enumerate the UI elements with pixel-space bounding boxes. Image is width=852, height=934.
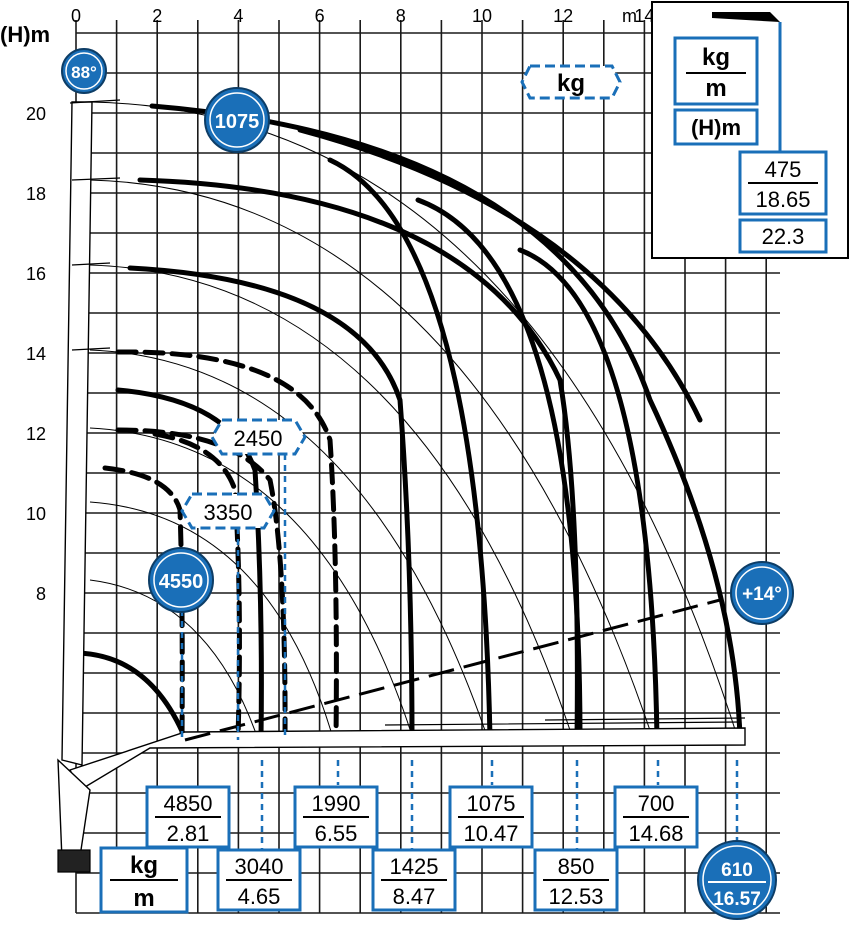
x-axis-unit: m: [622, 6, 637, 26]
load-box-kg: 1990: [312, 791, 361, 816]
y-tick-label: 12: [26, 424, 46, 444]
legend-h: (H)m: [691, 115, 741, 140]
load-2450-text: 2450: [234, 426, 283, 451]
load-box-m: 4.65: [238, 884, 281, 909]
bottom-legend-kg: kg: [130, 852, 158, 879]
last-load-badge: 610 16.57: [697, 840, 777, 920]
load-curve: [517, 247, 660, 741]
unit-kg-text: kg: [557, 70, 585, 97]
load-top-badge: 1075: [204, 87, 270, 153]
y-tick-label: 16: [26, 264, 46, 284]
boom-sections: [71, 177, 121, 351]
angle-min-text: +14°: [742, 584, 782, 605]
x-tick-label: 0: [71, 6, 81, 26]
last-load-kg: 610: [721, 860, 753, 881]
load-box-m: 6.55: [315, 821, 358, 846]
x-tick-label: 14: [634, 6, 654, 26]
x-tick-label: 2: [152, 6, 162, 26]
load-left-text: 4550: [159, 571, 204, 593]
legend-box: kg m (H)m 475 18.65 22.3: [651, 1, 849, 259]
legend-m: m: [705, 75, 726, 102]
reach-arc: [89, 179, 656, 746]
x-tick-label: 10: [472, 6, 492, 26]
reach-arcs: [89, 101, 741, 746]
load-left-badge: 4550: [148, 547, 214, 613]
load-box: 1990 6.55: [293, 785, 379, 849]
load-box: 850 12.53: [533, 848, 619, 912]
y-tick-label: 18: [26, 184, 46, 204]
y-tick-label: 20: [26, 104, 46, 124]
reach-arc: [89, 101, 741, 746]
load-box: 3040 4.65: [216, 848, 302, 912]
load-curve: [115, 387, 264, 741]
load-2450-tag: 2450: [210, 418, 307, 456]
x-tick-label: 8: [396, 6, 406, 26]
y-axis-label: (H)m: [0, 22, 50, 47]
legend-h-value: 22.3: [762, 224, 805, 249]
legend-m-value: 18.65: [755, 187, 810, 212]
y-tick-label: 8: [36, 584, 46, 604]
load-box-m: 10.47: [463, 821, 518, 846]
bottom-legend: kg m: [99, 846, 189, 914]
load-box-m: 14.68: [628, 821, 683, 846]
crane-base: [57, 849, 91, 873]
load-curve: [115, 349, 339, 741]
x-tick-label: 12: [553, 6, 573, 26]
last-load-m: 16.57: [713, 889, 761, 910]
reach-arc: [89, 501, 336, 746]
boom-horizontal-sections: [384, 717, 746, 726]
x-tick-label: 4: [233, 6, 243, 26]
x-tick-label: 6: [315, 6, 325, 26]
load-box-kg: 3040: [235, 854, 284, 879]
legend-kg: kg: [702, 44, 730, 71]
load-curve: [127, 265, 415, 741]
reach-arc: [89, 579, 261, 746]
reach-arc: [89, 264, 576, 746]
load-box-kg: 1425: [390, 854, 439, 879]
load-3350-tag: 3350: [180, 492, 276, 530]
leader-lines: [180, 454, 739, 850]
load-box-kg: 4850: [164, 791, 213, 816]
load-box-m: 8.47: [393, 884, 436, 909]
load-box-m: 12.53: [548, 884, 603, 909]
load-box: 1075 10.47: [448, 785, 534, 849]
load-box-kg: 850: [558, 854, 595, 879]
load-box-kg: 700: [638, 791, 675, 816]
legend-kg-value: 475: [765, 157, 802, 182]
load-3350-text: 3350: [204, 500, 253, 525]
load-curves: [74, 103, 743, 741]
load-top-text: 1075: [215, 111, 260, 133]
y-tick-label: 10: [26, 504, 46, 524]
load-curve: [297, 127, 703, 423]
boom-vertical: [61, 101, 93, 766]
load-box: 4850 2.81: [145, 785, 231, 849]
y-tick-labels: 8 10 12 14 16 18 20: [26, 104, 46, 604]
angle-min-badge: +14°: [730, 561, 794, 625]
angle-max-badge: 88°: [61, 48, 107, 94]
x-tick-labels: 0 2 4 6 8 10 12 14: [71, 6, 654, 26]
load-curve: [74, 650, 188, 741]
bottom-legend-m: m: [133, 885, 154, 912]
angle-max-text: 88°: [71, 63, 97, 82]
reach-arc: [89, 349, 491, 746]
load-box: 700 14.68: [613, 785, 699, 849]
y-tick-label: 14: [26, 344, 46, 364]
load-boxes: 4850 2.81 3040 4.65 1990 6.55 1425 8.47 1075 10.4…: [145, 785, 699, 912]
load-curve: [149, 103, 743, 741]
load-box-kg: 1075: [467, 791, 516, 816]
min-angle-line: [184, 598, 721, 742]
load-box: 1425 8.47: [371, 848, 457, 912]
load-curve: [102, 465, 185, 741]
crane-boom: [57, 99, 746, 873]
boom-tip: [69, 99, 121, 104]
load-curve: [327, 157, 493, 741]
unit-kg-tag: kg: [520, 64, 622, 100]
load-box-m: 2.81: [167, 821, 210, 846]
load-curve: [415, 197, 583, 741]
